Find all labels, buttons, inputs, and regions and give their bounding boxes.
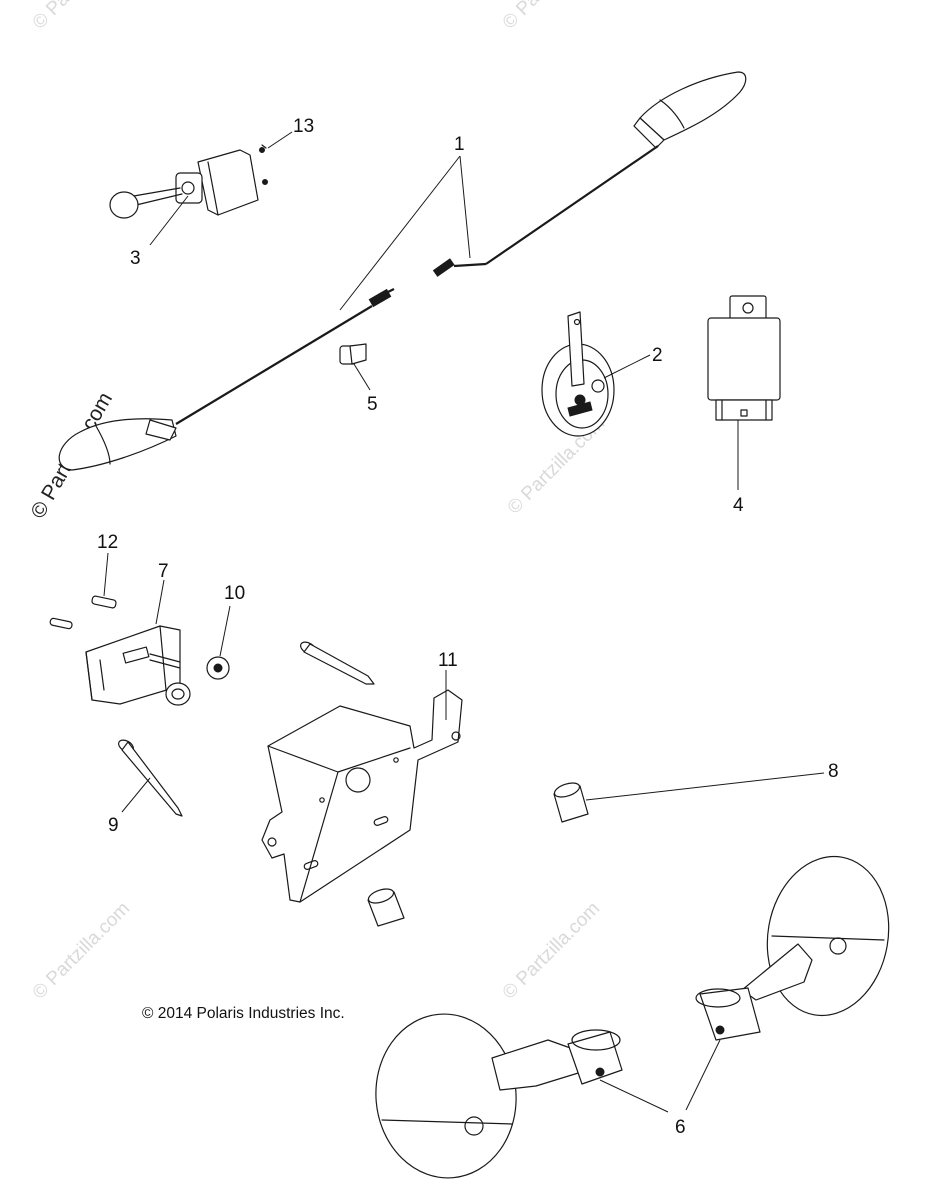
callout-3: 3 bbox=[130, 248, 141, 269]
callout-4: 4 bbox=[733, 495, 744, 516]
watermark-top-center: © Partzilla.com bbox=[499, 0, 604, 34]
watermark-low-left: © Partzilla.com bbox=[29, 898, 134, 1003]
callout-5: 5 bbox=[367, 394, 378, 415]
callout-1: 1 bbox=[454, 134, 465, 155]
part-turn-signal-switch bbox=[109, 144, 268, 219]
part-mirror-right bbox=[695, 855, 890, 1041]
part-mounting-plate bbox=[261, 689, 463, 903]
part-plate-bolt bbox=[300, 641, 375, 685]
part-spacer-lower bbox=[367, 888, 405, 927]
callout-2: 2 bbox=[652, 345, 663, 366]
watermark-top-left: © Partzilla.com bbox=[29, 0, 134, 34]
callout-8: 8 bbox=[828, 761, 839, 782]
part-long-bolt bbox=[118, 739, 183, 817]
callout-13: 13 bbox=[293, 116, 314, 137]
part-turn-signal-lights bbox=[58, 71, 747, 471]
callout-labels: 1 2 3 4 5 6 7 8 9 10 11 12 13 bbox=[97, 116, 839, 1138]
copyright-notice: © 2014 Polaris Industries Inc. bbox=[142, 1005, 345, 1022]
callout-6: 6 bbox=[675, 1117, 686, 1138]
part-pin bbox=[339, 343, 367, 365]
part-grommet bbox=[206, 656, 230, 680]
part-spacer-8 bbox=[553, 782, 589, 823]
callout-9: 9 bbox=[108, 815, 119, 836]
part-horn bbox=[541, 311, 615, 437]
part-mirror-left bbox=[375, 1013, 623, 1179]
watermark-low-center: © Partzilla.com bbox=[499, 898, 604, 1003]
part-flasher-relay bbox=[707, 295, 781, 421]
callout-10: 10 bbox=[224, 583, 245, 604]
callout-7: 7 bbox=[158, 561, 169, 582]
callout-12: 12 bbox=[97, 532, 118, 553]
leader-lines bbox=[103, 131, 825, 1113]
part-switch-bracket bbox=[49, 595, 191, 706]
callout-11: 11 bbox=[438, 650, 458, 671]
